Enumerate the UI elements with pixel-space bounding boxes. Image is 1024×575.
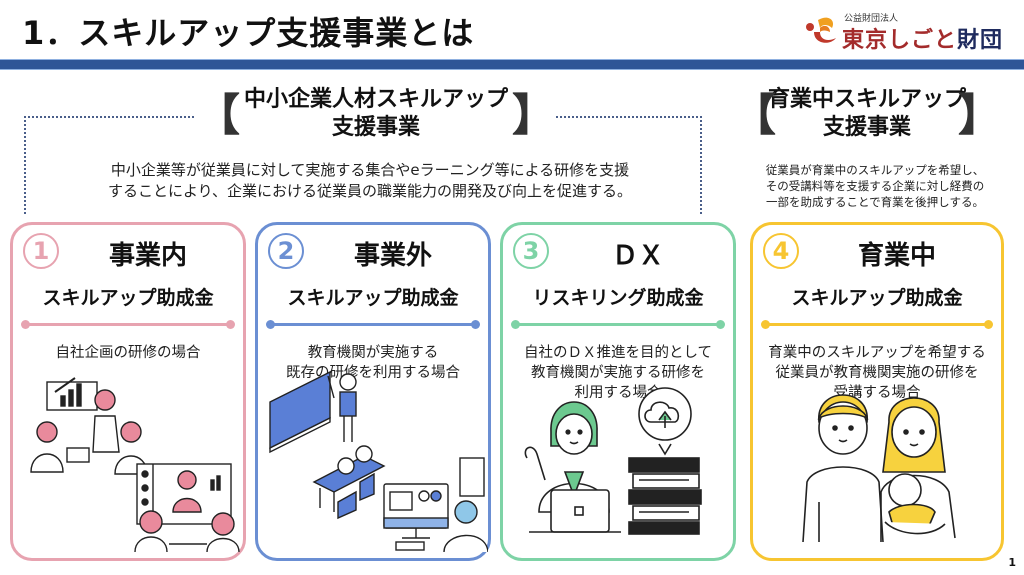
card-divider (511, 320, 725, 329)
page-number: 1 (1008, 556, 1016, 569)
description-line: 従業員が育業中のスキルアップを希望し、 (765, 163, 985, 177)
card-in-house-subsidy: 1 事業内 スキルアップ助成金 自社企画の研修の場合 (10, 222, 246, 561)
logo-name: 東京しごと財団 (842, 22, 1003, 54)
foundation-logo-icon (806, 17, 836, 43)
card-number-badge: 3 (513, 233, 549, 269)
description-line: 自社企画の研修の場合 (55, 345, 201, 361)
card-number-badge: 2 (268, 233, 304, 269)
description-line: 育業中のスキルアップを希望する (768, 345, 986, 361)
organization-logo: 公益財団法人 東京しごと財団 (804, 10, 1014, 53)
section-description-parental: 従業員が育業中のスキルアップを希望し、 その受講料等を支援する企業に対し経費の … (740, 162, 1010, 210)
card-description: 自社企画の研修の場合 (17, 343, 239, 363)
section-title-line2: 支援事業 (822, 115, 911, 140)
card-subtitle: スキルアップ助成金 (42, 287, 214, 309)
header-band (0, 59, 1024, 70)
section-title-line1: 育業中スキルアップ (767, 87, 966, 112)
bracket-close: 】 (512, 90, 556, 141)
external-training-illustration (269, 370, 488, 552)
card-subtitle: スキルアップ助成金 (287, 287, 459, 309)
card-divider (266, 320, 480, 329)
bracket-close: 】 (958, 90, 1002, 141)
family-parental-leave-illustration (802, 394, 956, 543)
logo-name-dark: 財団 (957, 28, 1004, 53)
card-description: 自社のＤＸ推進を目的として 教育機関が実施する研修を 利用する場合 (507, 343, 729, 403)
card-dx-reskilling-subsidy: 3 ＤＸ リスキリング助成金 自社のＤＸ推進を目的として 教育機関が実施する研修… (500, 222, 736, 561)
description-line: 一部を助成することで育業を後押しする。 (766, 195, 984, 209)
section-title-line1: 中小企業人材スキルアップ (243, 87, 508, 112)
bracket-open: 【 (196, 90, 240, 141)
page-title: 1．スキルアップ支援事業とは (22, 14, 475, 52)
logo-subtitle: 公益財団法人 (844, 14, 899, 24)
card-title: 事業内 (108, 241, 187, 271)
card-number-badge: 4 (763, 233, 799, 269)
card-divider (761, 320, 993, 329)
section-title-line2: 支援事業 (331, 115, 420, 140)
card-subtitle: リスキリング助成金 (532, 287, 704, 309)
dx-reskilling-illustration (524, 387, 702, 535)
section-heading-sme: 【 中小企業人材スキルアップ 支援事業 】 (196, 86, 556, 148)
in-house-training-illustration (30, 377, 240, 552)
description-line: 利用する場合 (574, 385, 662, 401)
card-title: 事業外 (353, 241, 432, 271)
description-line: 教育機関が実施する研修を (531, 365, 705, 381)
card-number-badge: 1 (23, 233, 59, 269)
section-description-sme: 中小企業等が従業員に対して実施する集合やeラーニング等による研修を支援 すること… (40, 160, 700, 202)
description-line: することにより、企業における従業員の職業能力の開発及び向上を促進する。 (107, 182, 633, 200)
description-line: その受講料等を支援する企業に対し経費の (765, 179, 985, 193)
description-line: 自社のＤＸ推進を目的として (523, 345, 713, 361)
bracket-open: 【 (732, 90, 776, 141)
card-description: 育業中のスキルアップを希望する 従業員が教育機関実施の研修を 受講する場合 (757, 343, 997, 403)
card-subtitle: スキルアップ助成金 (791, 287, 963, 309)
card-external-subsidy: 2 事業外 スキルアップ助成金 教育機関が実施する 既存の研修を利用する場合 (255, 222, 491, 561)
description-line: 教育機関が実施する (307, 345, 439, 361)
description-line: 中小企業等が従業員に対して実施する集合やeラーニング等による研修を支援 (110, 161, 630, 179)
card-divider (21, 320, 235, 329)
section-heading-parental: 【 育業中スキルアップ 支援事業 】 (732, 86, 1002, 148)
card-title: 育業中 (857, 241, 936, 271)
description-line: 従業員が教育機関実施の研修を (775, 365, 979, 381)
card-parental-leave-subsidy: 4 育業中 スキルアップ助成金 育業中のスキルアップを希望する 従業員が教育機関… (750, 222, 1004, 561)
logo-name-red: 東京しごと (842, 28, 958, 53)
card-title: ＤＸ (611, 241, 664, 271)
